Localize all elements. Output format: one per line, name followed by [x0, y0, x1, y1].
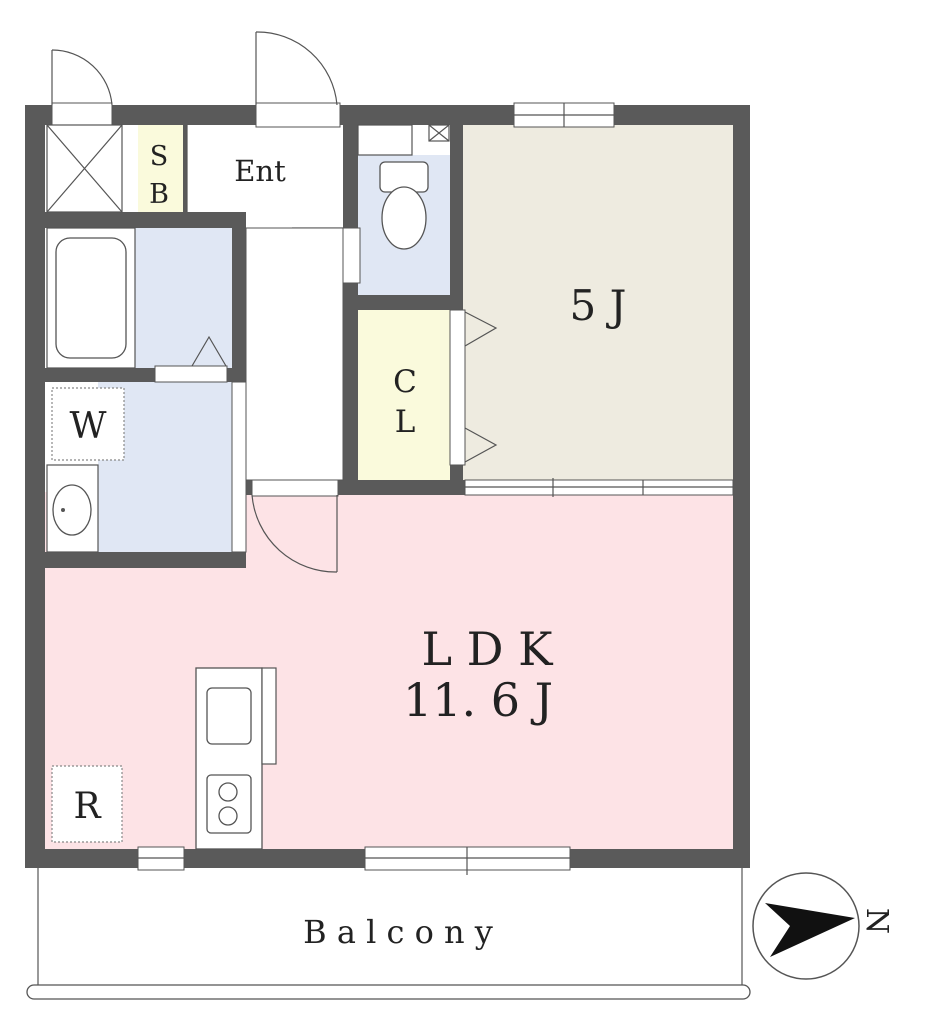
main-room-label: 5 J	[570, 281, 627, 330]
window-kitchen-bottom	[137, 846, 185, 871]
wall-left	[25, 105, 45, 868]
wall-right	[733, 105, 750, 868]
balcony-area	[26, 868, 751, 1000]
toilet-icon	[379, 161, 429, 250]
bathtub-icon	[46, 227, 136, 369]
door-swing-entrance	[255, 31, 338, 106]
compass-north-label: N	[859, 908, 894, 934]
ldk-label: L D K	[421, 622, 554, 676]
washer-spot	[51, 387, 125, 461]
closet-label-line2: L	[395, 404, 416, 440]
window-main-room	[513, 102, 615, 128]
refrigerator-label: R	[73, 786, 101, 827]
wall-top	[25, 105, 750, 125]
door-swing-ldk	[251, 494, 338, 573]
kitchen-counter	[195, 667, 277, 850]
door-swing-top-left	[51, 49, 113, 106]
pipe-shaft	[46, 124, 123, 213]
balcony-label: B a l c o n y	[303, 913, 493, 951]
wall-kitchen-left	[183, 125, 187, 212]
window-ldk-bottom	[364, 846, 571, 875]
wall-entrance-bottom	[45, 212, 245, 228]
refrigerator-spot	[51, 765, 123, 843]
vent-icon	[428, 124, 450, 142]
closet-label-line1: C	[393, 364, 417, 400]
wall-wash-bottom	[45, 552, 245, 568]
ldk-size-label: 11. 6 J	[403, 673, 553, 727]
sb-label-line1: S	[150, 141, 169, 172]
washer-label: W	[69, 406, 106, 447]
door-swing-bath	[191, 335, 227, 367]
closet-door-marks	[464, 311, 498, 463]
sb-label-line2: B	[149, 179, 169, 210]
bathroom-floor	[135, 228, 232, 368]
washbasin-icon	[46, 464, 99, 553]
entrance-label: Ent	[234, 154, 286, 188]
compass-icon	[752, 872, 860, 980]
shoe-box-floor	[138, 125, 183, 212]
wall-toilet-bottom	[343, 295, 463, 310]
main-room-floor	[463, 125, 733, 480]
closet-floor	[358, 310, 450, 480]
sliding-door-5j-ldk	[464, 478, 734, 497]
